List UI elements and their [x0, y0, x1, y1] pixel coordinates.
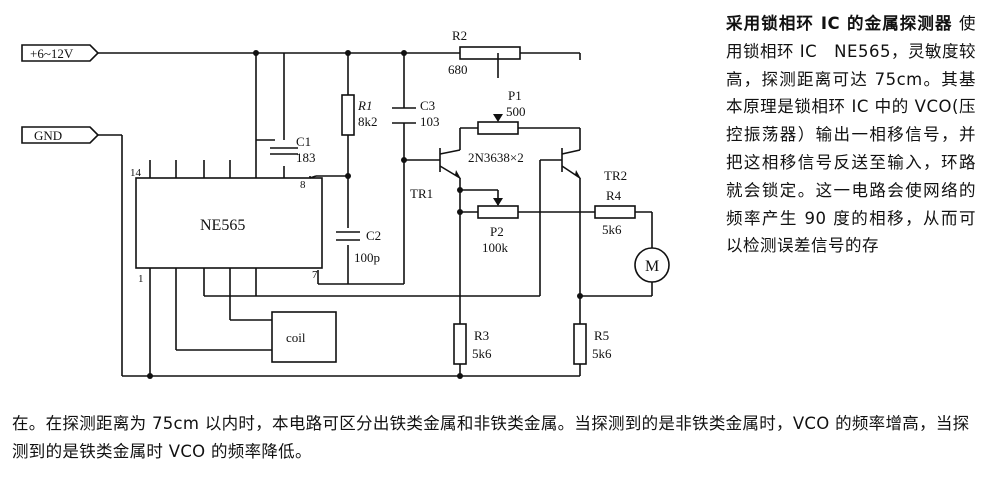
resistor-r4: R4 5k6	[594, 188, 636, 237]
metal-detector-schematic: +6~12V GND	[21, 28, 670, 379]
transistor-tr1: TR1	[410, 148, 461, 201]
svg-text:5k6: 5k6	[472, 346, 492, 361]
resistor-r5: R5 5k6	[573, 323, 612, 365]
svg-text:C3: C3	[420, 98, 435, 113]
svg-text:500: 500	[506, 104, 526, 119]
description-title: 采用锁相环 IC 的金属探测器	[726, 14, 953, 33]
svg-text:8: 8	[300, 179, 306, 191]
svg-text:R3: R3	[474, 328, 489, 343]
resistor-r1: R1 8k2	[341, 94, 378, 136]
description-body: 使用锁相环 IC NE565，灵敏度较高，探测距离可达 75cm。其基本原理是锁…	[726, 14, 976, 256]
ne565-ic: NE565 14 1 8 7	[130, 167, 323, 285]
resistor-r2: R2 680	[448, 28, 521, 77]
svg-text:1: 1	[138, 273, 144, 285]
svg-text:R1: R1	[357, 98, 372, 113]
description-continuation: 在。在探测距离为 75cm 以内时，本电路可区分出铁类金属和非铁类金属。当探测到…	[12, 414, 970, 461]
svg-text:R5: R5	[594, 328, 609, 343]
junction-dots	[147, 50, 583, 379]
transistor-tr2: TR2	[561, 148, 627, 183]
svg-text:P2: P2	[490, 224, 504, 239]
svg-text:TR2: TR2	[604, 168, 627, 183]
resistor-r3: R3 5k6	[453, 323, 492, 365]
transistor-type-label: 2N3638×2	[468, 150, 524, 165]
potentiometer-p2: P2 100k	[477, 198, 519, 255]
svg-text:+6~12V: +6~12V	[30, 46, 74, 61]
svg-text:C1: C1	[296, 134, 311, 149]
capacitor-c1: C1 183	[270, 134, 316, 165]
description-text: 采用锁相环 IC 的金属探测器 使用锁相环 IC NE565，灵敏度较高，探测距…	[726, 10, 976, 260]
svg-text:5k6: 5k6	[602, 222, 622, 237]
svg-text:8k2: 8k2	[358, 114, 378, 129]
svg-text:NE565: NE565	[200, 217, 245, 234]
svg-text:14: 14	[130, 167, 142, 179]
capacitor-c2: C2 100p	[336, 228, 381, 265]
wiring	[98, 52, 653, 377]
svg-text:680: 680	[448, 62, 468, 77]
svg-text:M: M	[645, 258, 659, 275]
svg-text:P1: P1	[508, 88, 522, 103]
svg-text:5k6: 5k6	[592, 346, 612, 361]
gnd-terminal: GND	[21, 126, 100, 144]
svg-text:C2: C2	[366, 228, 381, 243]
svg-text:TR1: TR1	[410, 186, 433, 201]
svg-text:100k: 100k	[482, 240, 509, 255]
supply-terminal: +6~12V	[21, 44, 100, 62]
capacitor-c3: C3 103	[392, 98, 440, 129]
svg-text:coil: coil	[286, 330, 306, 345]
svg-text:GND: GND	[34, 128, 62, 143]
coil-box: coil	[271, 311, 337, 363]
svg-text:7: 7	[312, 269, 318, 281]
svg-text:183: 183	[296, 150, 316, 165]
potentiometer-p1: P1 500	[477, 88, 526, 135]
svg-text:103: 103	[420, 114, 440, 129]
svg-text:R4: R4	[606, 188, 622, 203]
svg-text:100p: 100p	[354, 250, 380, 265]
motor: M	[634, 247, 670, 283]
svg-text:R2: R2	[452, 28, 467, 43]
